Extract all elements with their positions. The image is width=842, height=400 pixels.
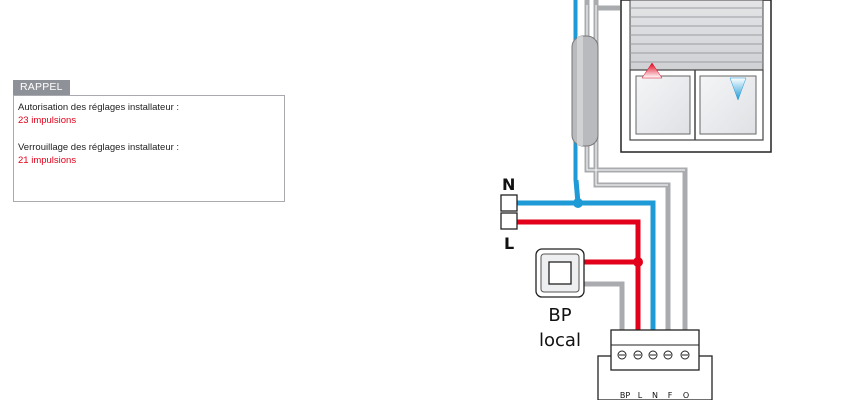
- rappel-panel: Autorisation des réglages installateur :…: [13, 95, 285, 202]
- bp-local-label: local: [539, 330, 581, 351]
- red-live-wire: [517, 219, 641, 330]
- shutter-slats: [630, 7, 763, 63]
- arrow-up-icon: [641, 62, 663, 79]
- auth-value: 23 impulsions: [18, 115, 77, 126]
- terminal-label-l: L: [638, 391, 643, 400]
- terminal-label-f: F: [668, 391, 673, 400]
- auth-label: Autorisation des réglages installateur :: [18, 102, 180, 113]
- rappel-title: RAPPEL: [13, 80, 70, 95]
- cable-sheath: [571, 35, 599, 147]
- label-n: N: [502, 175, 515, 194]
- arrow-down-icon: [729, 77, 747, 101]
- lock-label: Verrouillage des réglages installateur :: [18, 142, 180, 153]
- control-module: BP L N F O: [597, 329, 713, 400]
- local-pushbutton: BP local: [535, 248, 585, 351]
- label-l: L: [504, 234, 514, 253]
- lock-value: 21 impulsions: [18, 155, 77, 166]
- terminal-label-n: N: [652, 391, 658, 400]
- bp-label: BP: [548, 305, 571, 326]
- terminal-label-bp: BP: [620, 391, 630, 400]
- grey-bp-wire: [583, 281, 625, 330]
- roller-shutter-window: [620, 0, 772, 153]
- terminal-label-o: O: [683, 391, 689, 400]
- mains-terminal-block: N L: [500, 175, 518, 253]
